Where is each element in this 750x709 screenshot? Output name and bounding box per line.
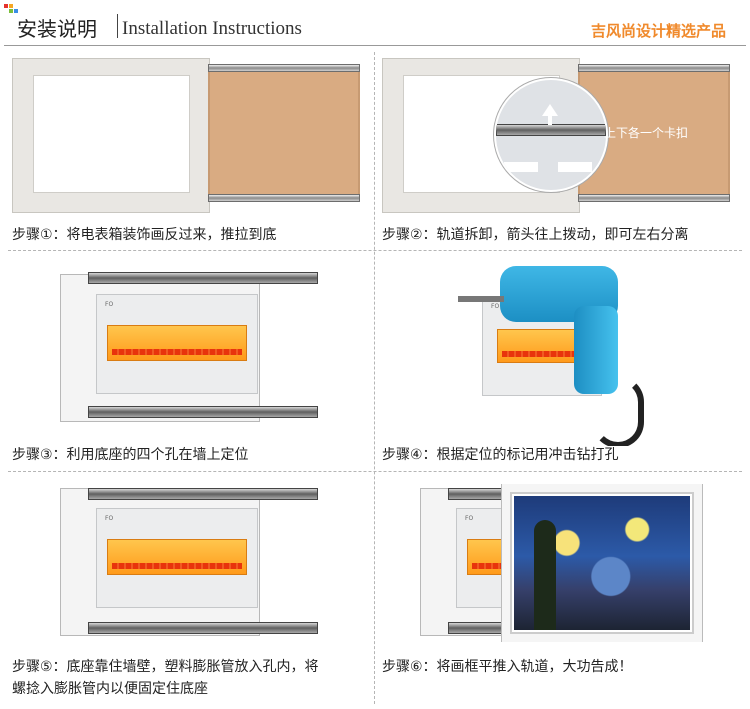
step-4-image: FO xyxy=(450,256,650,446)
brand-label: 吉风尚设计精选产品 xyxy=(590,22,726,40)
title-divider xyxy=(117,14,118,38)
page-title-cn: 安装说明 xyxy=(17,17,97,41)
step-5-caption-line1: 步骤⑤：底座靠住墙壁，塑料膨胀管放入孔内，将 xyxy=(12,659,319,675)
zoom-detail xyxy=(494,78,608,192)
arrow-right-icon xyxy=(558,162,592,172)
step-1-image xyxy=(12,58,364,213)
page-title-en: Installation Instructions xyxy=(122,18,302,39)
step-3-caption: 步骤③：利用底座的四个孔在墙上定位 xyxy=(12,447,249,463)
step-6-caption: 步骤⑥：将画框平推入轨道，大功告成！ xyxy=(382,659,633,675)
painting-frame xyxy=(502,484,702,642)
step-3-image: FO xyxy=(60,266,322,424)
step-4-caption: 步骤④：根据定位的标记用冲击钻打孔 xyxy=(382,447,619,463)
header-divider xyxy=(4,45,746,46)
clip-callout: 上下各一个卡扣 xyxy=(604,126,689,140)
column-divider xyxy=(374,52,375,704)
arrow-up-icon xyxy=(542,104,558,116)
step-1-caption: 步骤①：将电表箱装饰画反过来，推拉到底 xyxy=(12,227,277,243)
step-5-caption-line2: 螺捻入膨胀管内以便固定住底座 xyxy=(12,681,208,697)
step-5-caption: 步骤⑤：底座靠住墙壁，塑料膨胀管放入孔内，将 螺捻入膨胀管内以便固定住底座 xyxy=(12,656,319,700)
step-2-image: 上下各一个卡扣 xyxy=(382,58,734,213)
row-divider-1 xyxy=(8,250,742,251)
step-2-caption: 步骤②：轨道拆卸，箭头往上拨动，即可左右分离 xyxy=(382,227,689,243)
step-5-image: FO xyxy=(60,484,322,642)
arrow-left-icon xyxy=(504,162,538,172)
row-divider-2 xyxy=(8,471,742,472)
step-6-image: FO xyxy=(420,484,720,642)
page-header: 安装说明 Installation Instructions 吉风尚设计精选产品 xyxy=(0,0,750,46)
